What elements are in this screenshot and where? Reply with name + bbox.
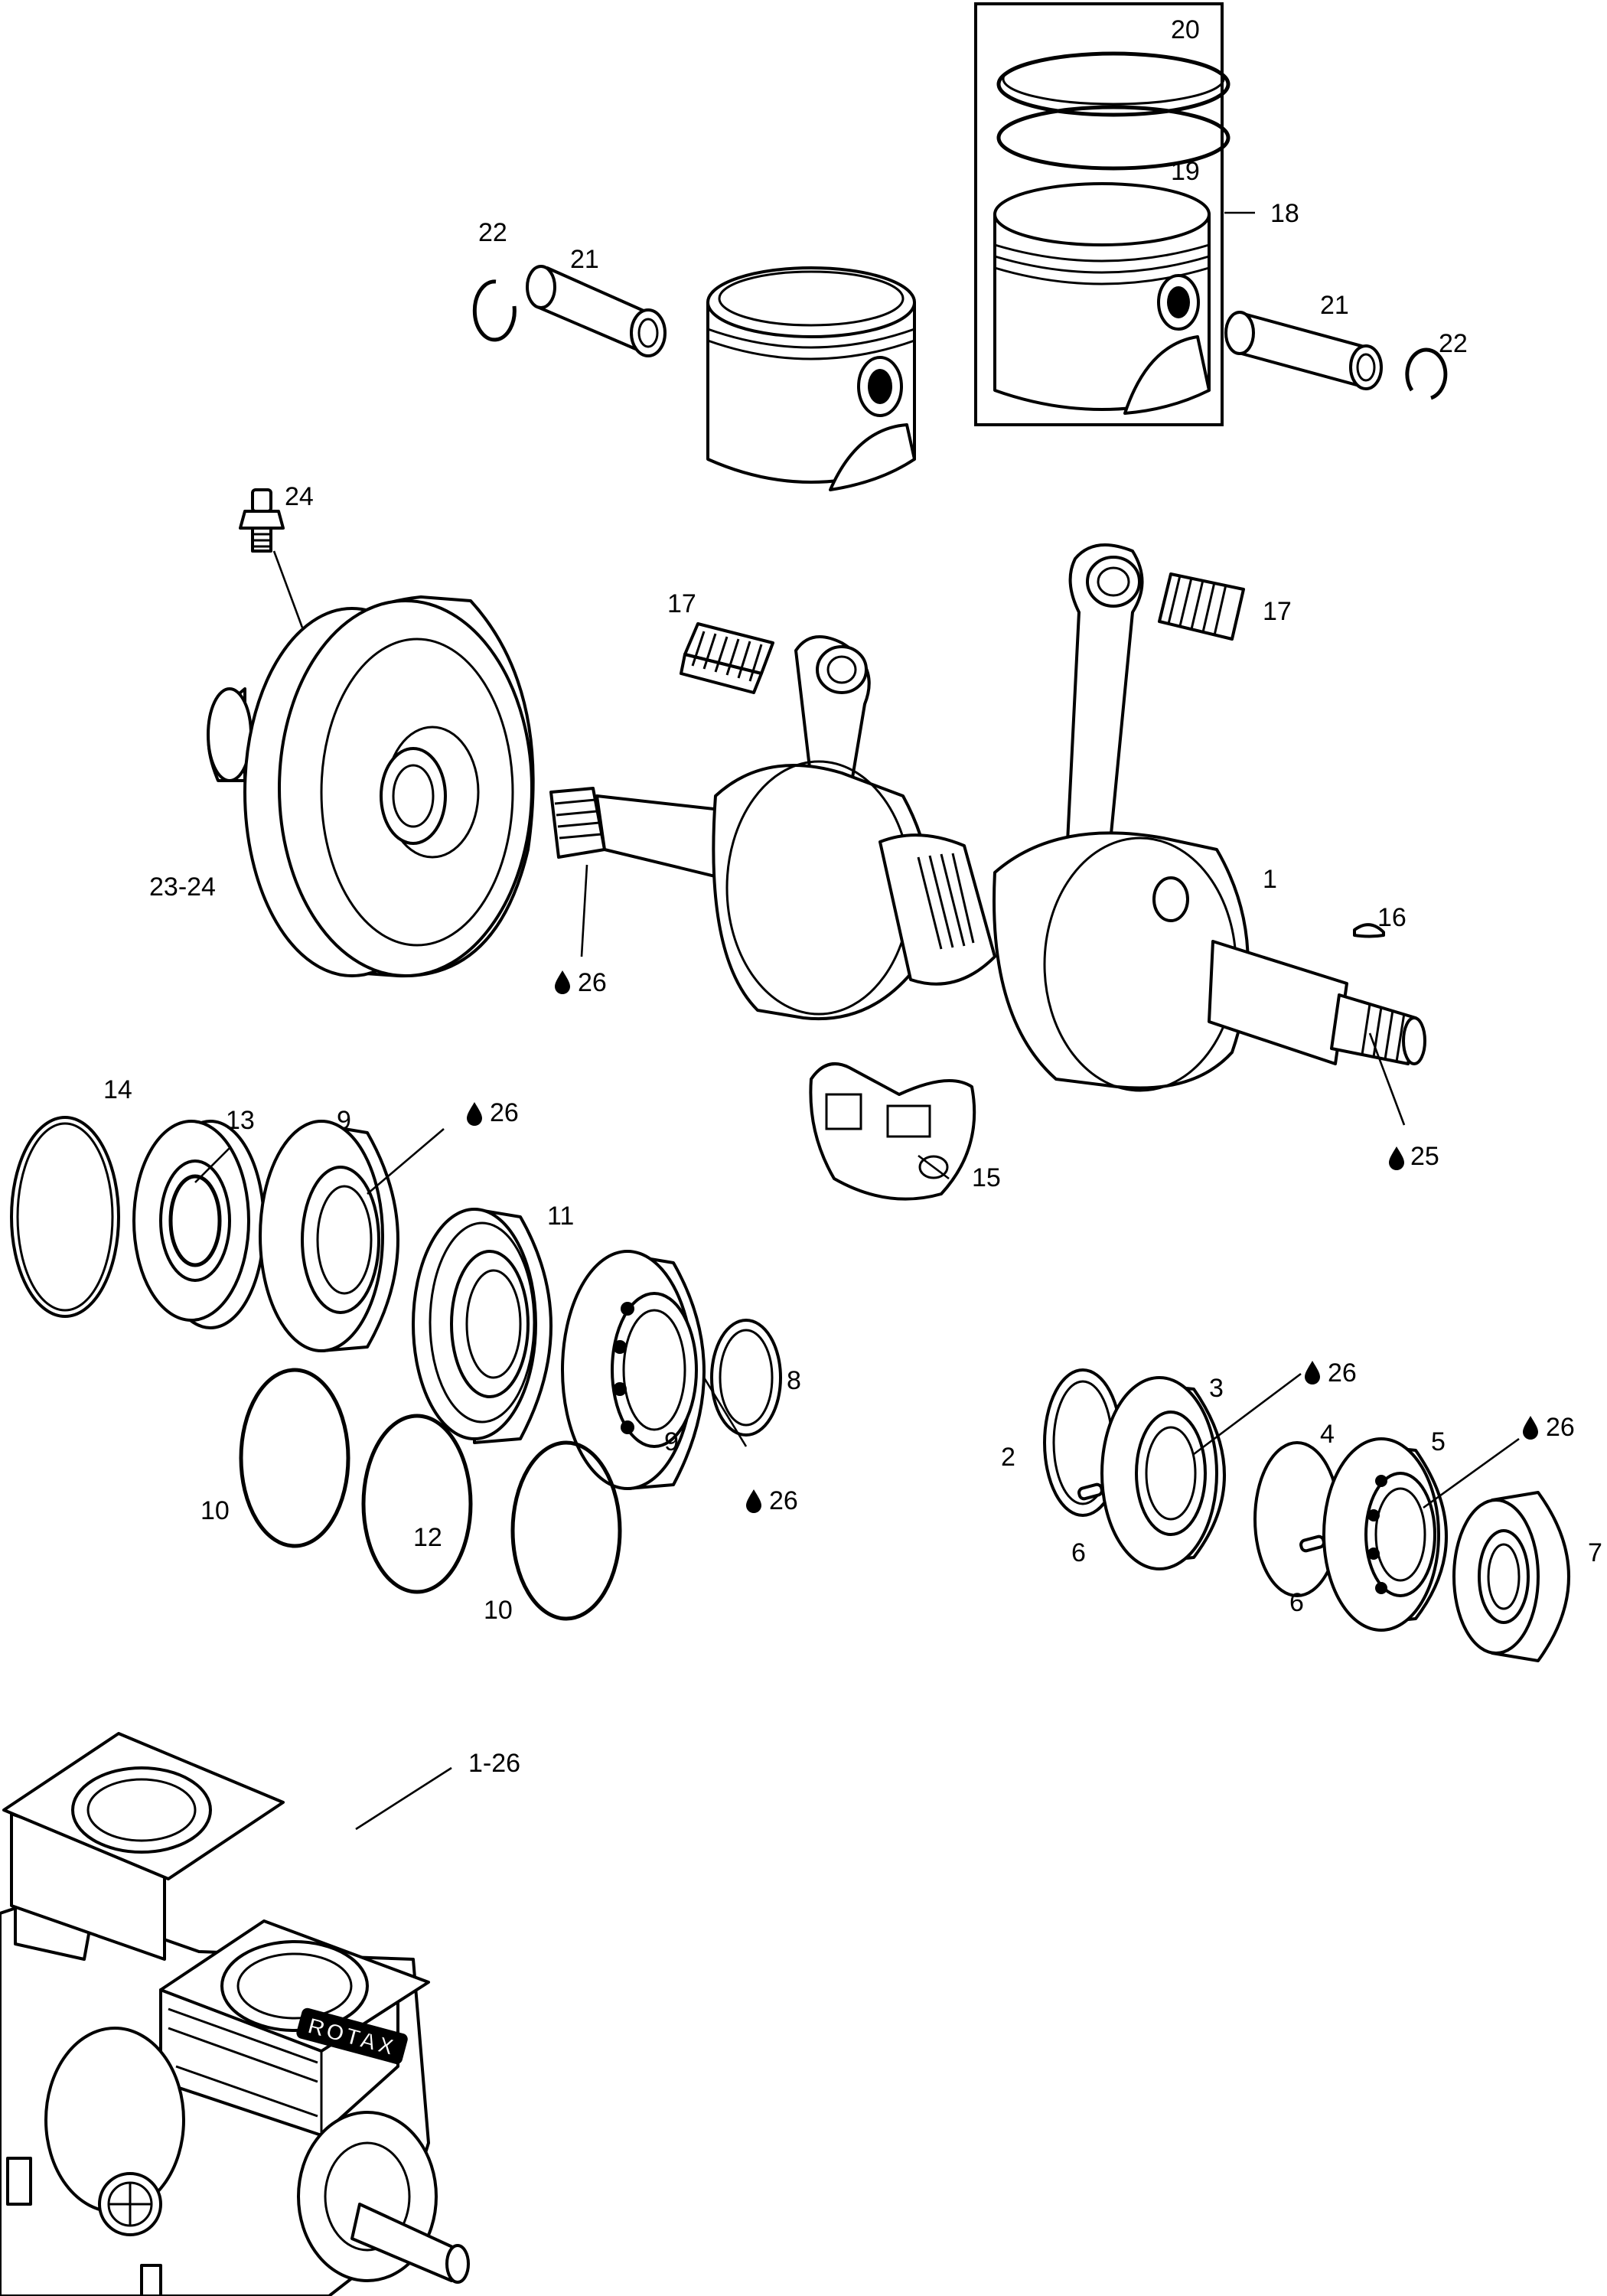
- label-10-a: 10: [200, 1496, 230, 1525]
- bearing-11: [412, 1208, 553, 1444]
- label-17-right: 17: [1263, 597, 1292, 626]
- label-19: 19: [1171, 157, 1200, 186]
- oil-seal-13: [132, 1120, 266, 1329]
- label-13: 13: [226, 1106, 255, 1135]
- engine-assembly-1-26: ROTAX: [0, 1732, 470, 2296]
- ball-bearing-5: [1322, 1437, 1448, 1632]
- needle-bearing-17-left: [680, 622, 774, 694]
- label-16: 16: [1377, 903, 1407, 932]
- oil-drop-icon: [1523, 1416, 1538, 1440]
- flywheel-23-24: [207, 595, 535, 978]
- label-9-a: 9: [337, 1106, 351, 1135]
- label-1-26: 1-26: [468, 1749, 520, 1778]
- shim-14: [10, 1116, 120, 1318]
- o-ring-10-a: [239, 1368, 350, 1548]
- label-8: 8: [787, 1366, 801, 1395]
- oil-drop-icon: [555, 970, 570, 994]
- label-3: 3: [1209, 1374, 1224, 1403]
- label-12: 12: [413, 1523, 442, 1552]
- o-ring-10-b: [510, 1440, 622, 1621]
- label-14: 14: [103, 1075, 132, 1104]
- label-22-left: 22: [478, 218, 507, 247]
- needle-bearing-17-right: [1158, 572, 1245, 641]
- label-17-left: 17: [667, 589, 696, 618]
- label-26-b: 26: [490, 1098, 519, 1127]
- label-24: 24: [285, 482, 314, 511]
- circlip-22-right: [1405, 347, 1448, 400]
- label-22-right: 22: [1439, 329, 1468, 358]
- woodruff-key-16: [1353, 923, 1385, 938]
- grease-fitting-24: [239, 488, 285, 553]
- circlip-22-left: [472, 279, 517, 342]
- piston-ring-19: [996, 105, 1231, 171]
- shim-8: [710, 1319, 782, 1437]
- label-7: 7: [1588, 1538, 1602, 1567]
- label-4: 4: [1320, 1420, 1335, 1449]
- piston-pin-21-left: [526, 265, 667, 357]
- label-26-e: 26: [1546, 1413, 1575, 1442]
- crankshaft-1: [549, 543, 1426, 1092]
- label-15: 15: [972, 1163, 1001, 1192]
- oil-drop-icon: [1389, 1146, 1404, 1170]
- label-6-b: 6: [1289, 1588, 1304, 1617]
- label-21-right: 21: [1320, 291, 1349, 320]
- label-25: 25: [1410, 1142, 1439, 1171]
- piston-pin-21-right: [1224, 311, 1383, 390]
- piston-kit-piston: [993, 182, 1211, 415]
- label-10-b: 10: [484, 1596, 513, 1625]
- label-23-24: 23-24: [149, 872, 216, 902]
- piston-kit-box: [974, 2, 1224, 426]
- oil-drop-icon: [746, 1489, 761, 1513]
- piston-left: [706, 266, 916, 491]
- dowel-pin-6-b: [1299, 1534, 1325, 1553]
- distance-ring-15: [809, 1062, 976, 1201]
- label-1: 1: [1263, 865, 1277, 894]
- dowel-pin-6-a: [1077, 1482, 1103, 1501]
- bearing-3: [1100, 1376, 1226, 1570]
- label-6-a: 6: [1071, 1538, 1086, 1567]
- piston-ring-20: [996, 51, 1231, 117]
- label-21-left: 21: [570, 245, 599, 274]
- label-2: 2: [1001, 1443, 1015, 1472]
- leader-lines: [194, 211, 1520, 1831]
- part-labels: 20 19 18 22 21 21 22 24 17 17 1 23-24 16…: [103, 15, 1602, 1778]
- oil-seal-7: [1452, 1491, 1570, 1662]
- o-ring-12: [361, 1414, 473, 1594]
- label-5: 5: [1431, 1427, 1446, 1456]
- label-26-d: 26: [1328, 1358, 1357, 1388]
- ball-bearing-9-a: [259, 1120, 399, 1352]
- label-11: 11: [547, 1202, 574, 1231]
- label-26-a: 26: [578, 968, 607, 997]
- label-9-b: 9: [664, 1427, 679, 1456]
- ball-bearing-9-b: [561, 1250, 706, 1490]
- label-20: 20: [1171, 15, 1200, 44]
- oil-drop-icon: [1305, 1361, 1320, 1384]
- oil-drop-icon: [467, 1102, 482, 1126]
- label-18: 18: [1270, 199, 1299, 228]
- label-26-c: 26: [769, 1486, 798, 1515]
